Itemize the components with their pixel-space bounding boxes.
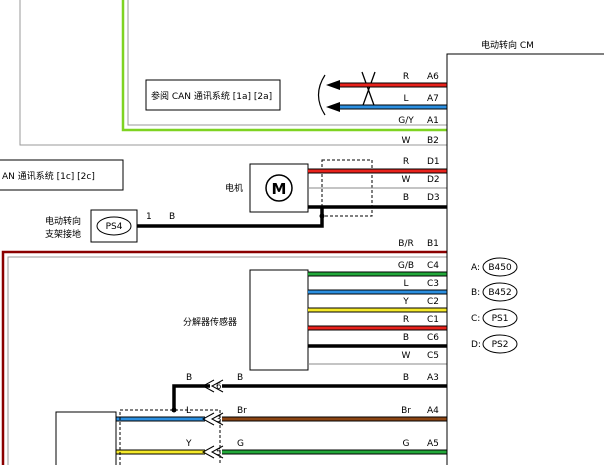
pin-label: C4 [427,261,439,271]
connector-oval [482,334,518,354]
svg-text:B: B [186,373,192,383]
wire-color-label: R [403,72,409,82]
motor-label: 电机 [225,182,243,194]
ground-color: B [169,212,175,222]
wire-color-label: B/R [398,239,413,249]
ground-ps4: 电动转向 支架接地 PS4 1 B [45,208,325,243]
wire-color-label: Br [401,406,411,416]
svg-text:5: 5 [216,448,221,458]
wire-color-label: R [403,157,409,167]
connector-id: PS1 [492,314,509,324]
pin-label: A6 [427,72,439,82]
connector-key: C: [471,314,480,324]
pin-label: B1 [427,239,439,249]
arrow-left-icon [326,102,340,112]
svg-text:L: L [186,406,191,416]
twisted-pair-icon [361,71,376,109]
wire-color-label: G/B [398,261,414,271]
pin-label: D2 [427,175,440,185]
svg-text:6: 6 [216,382,221,392]
pin-label: A4 [427,406,439,416]
pin-label: A1 [427,116,439,126]
pin-label: D3 [427,193,440,203]
bottom-border-lines [1,250,447,465]
bracket-icon [317,74,326,116]
wire-lines [55,82,447,465]
arrow-left-icon [326,80,340,90]
can-ref-c-label: AN 通讯系统 [1c] [2c] [2,170,95,182]
connector-cavity-3: 3 L Br [186,406,247,426]
svg-text:Y: Y [185,439,192,449]
connector-id: B452 [488,288,511,298]
wire-color-label: B [403,193,409,203]
wire-color-label: W [402,351,411,361]
wire-color-label: G/Y [398,116,414,126]
pin-label: D1 [427,157,440,167]
top-border-lines [19,0,447,146]
connector-cavity-5: 5 Y G [185,439,244,459]
can-reference-a[interactable]: 参阅 CAN 通讯系统 [1a] [2a] [145,79,281,111]
pin-label: C1 [427,315,439,325]
svg-text:B: B [237,373,243,383]
connector-id: PS2 [492,340,509,350]
wire-color-label: R [403,315,409,325]
wire-color-label: B [403,373,409,383]
svg-text:G: G [237,439,244,449]
connector-key: D: [471,340,481,350]
connector-id: B450 [488,263,512,273]
connector-oval [482,257,518,277]
pin-label: B2 [427,136,439,146]
svg-text:3: 3 [216,415,221,425]
wire-color-label: W [402,175,411,185]
svg-text:Br: Br [237,406,247,416]
wire-color-label: W [402,136,411,146]
wire-color-label: Y [402,297,409,307]
connector-oval [482,308,518,328]
can-reference-c[interactable]: AN 通讯系统 [1c] [2c] [0,159,124,191]
motor-symbol: M [272,180,287,198]
ground-label-1: 电动转向 [45,215,81,227]
ground-pin: 1 [146,212,152,222]
wire-color-label: G [403,439,410,449]
inline-connectors: 6 B B 3 L Br 5 Y G [185,373,247,459]
wire-color-label: L [403,94,408,104]
pin-label: A3 [427,373,439,383]
resolver-sensor: 分解器传感器 [183,269,309,371]
connector-oval [482,282,518,302]
pin-label: C2 [427,297,439,307]
connector-cavity-6: 6 B B [186,373,243,393]
connector-key: A: [471,263,480,273]
ground-id: PS4 [106,222,123,232]
pin-label: C5 [427,351,439,361]
wire-color-label: L [403,279,408,289]
resolver-label: 分解器传感器 [183,316,237,328]
pin-label: A7 [427,94,439,104]
connector-key: B: [471,288,480,298]
can-ref-a-label: 参阅 CAN 通讯系统 [1a] [2a] [151,90,272,102]
steering-control-module: 电动转向 CM [446,39,604,465]
pin-label: A5 [427,439,439,449]
motor: M 电机 [225,163,309,213]
ground-label-2: 支架接地 [45,228,81,240]
wire-color-label: B [403,333,409,343]
module-title: 电动转向 CM [481,39,534,51]
pin-label: C3 [427,279,439,289]
pin-label: C6 [427,333,439,343]
